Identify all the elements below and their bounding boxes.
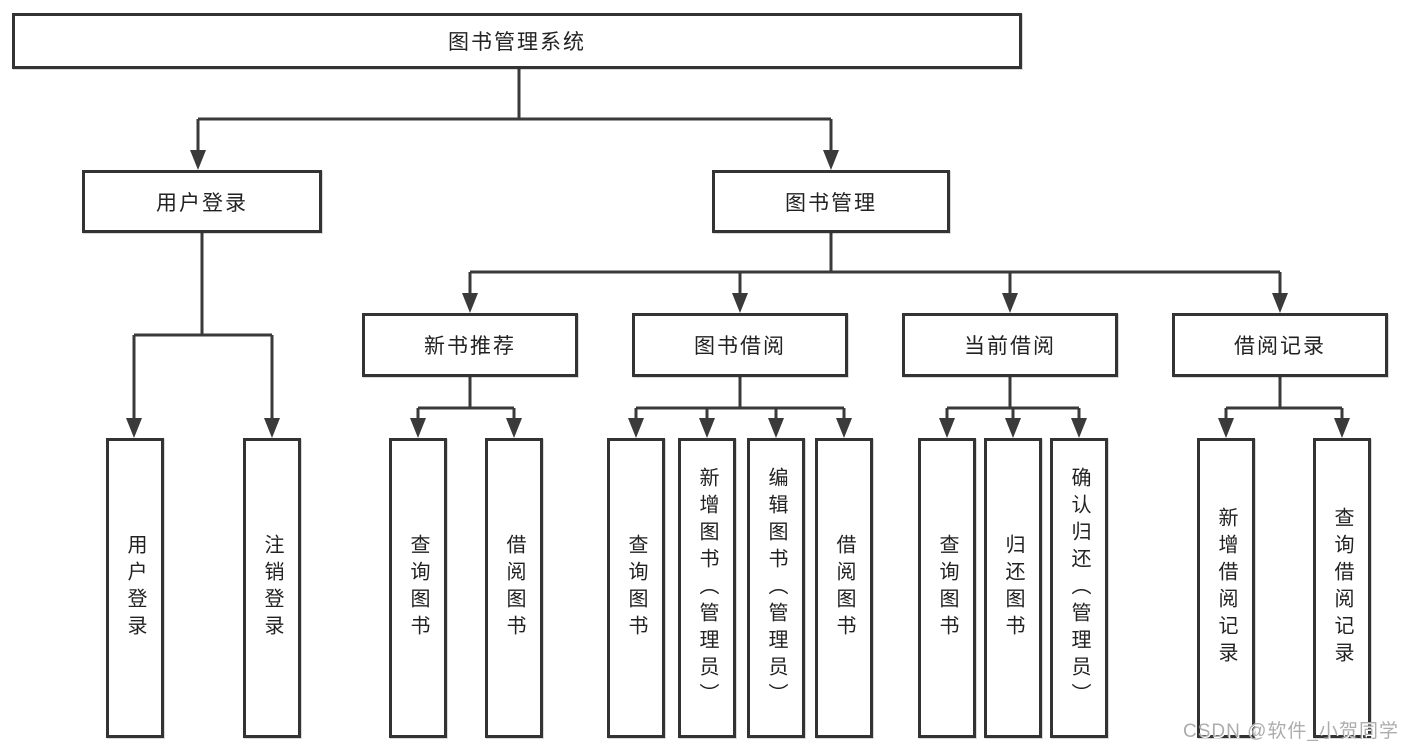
leaf-logout: 注销登录 xyxy=(243,438,301,738)
leaf-return-books: 归还图书 xyxy=(984,438,1042,738)
node-borrow-records: 借阅记录 xyxy=(1172,313,1388,377)
node-user-login: 用户登录 xyxy=(82,170,322,233)
leaf-query-books-borrow: 查询图书 xyxy=(607,438,665,738)
leaf-borrow-books-recommend: 借阅图书 xyxy=(485,438,543,738)
leaf-user-login: 用户登录 xyxy=(106,438,164,738)
leaf-add-books-admin: 新增图书（管理员） xyxy=(678,438,736,738)
node-new-book-recommend: 新书推荐 xyxy=(362,313,578,377)
leaf-query-books-recommend: 查询图书 xyxy=(389,438,447,738)
node-root-system: 图书管理系统 xyxy=(12,13,1022,69)
leaf-confirm-return-admin: 确认归还（管理员） xyxy=(1050,438,1108,738)
node-book-management: 图书管理 xyxy=(712,170,950,233)
leaf-add-borrow-record: 新增借阅记录 xyxy=(1197,438,1255,738)
leaf-query-borrow-record: 查询借阅记录 xyxy=(1313,438,1371,738)
leaf-query-books-current: 查询图书 xyxy=(918,438,976,738)
csdn-watermark: CSDN @软件_小贺同学 xyxy=(1183,721,1399,742)
leaf-borrow-books: 借阅图书 xyxy=(815,438,873,738)
leaf-edit-books-admin: 编辑图书（管理员） xyxy=(747,438,805,738)
node-current-borrow: 当前借阅 xyxy=(902,313,1118,377)
node-book-borrow: 图书借阅 xyxy=(632,313,848,377)
